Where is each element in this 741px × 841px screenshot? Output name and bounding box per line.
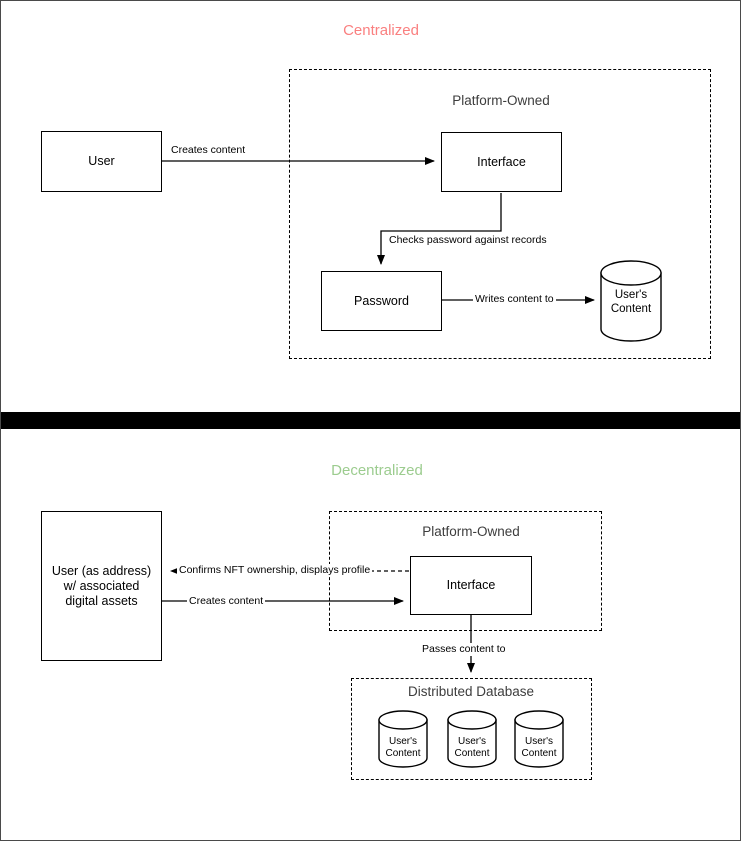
node-password[interactable]: Password (321, 271, 442, 331)
section-title-centralized: Centralized (343, 22, 419, 39)
group-title-platform-owned-decentralized: Platform-Owned (422, 524, 520, 539)
node-interface-centralized[interactable]: Interface (441, 132, 562, 192)
group-title-platform-owned-centralized: Platform-Owned (452, 93, 550, 108)
node-interface-decentralized[interactable]: Interface (410, 556, 532, 615)
group-distributed-database (351, 678, 592, 780)
node-user-decentralized-label: User (as address) w/ associated digital … (51, 563, 152, 608)
node-user-decentralized[interactable]: User (as address) w/ associated digital … (41, 511, 162, 661)
edge-label-checks-password: Checks password against records (387, 234, 549, 247)
cylinder-users-content-2 (447, 710, 497, 768)
edge-label-confirms-nft-ownership: Confirms NFT ownership, displays profile (177, 564, 373, 577)
edge-label-passes-content-to: Passes content to (420, 643, 508, 656)
edge-checks-password (377, 193, 502, 265)
black-divider-bar (1, 412, 740, 429)
section-title-decentralized: Decentralized (331, 462, 423, 479)
node-interface-decentralized-label: Interface (446, 578, 496, 592)
node-password-label: Password (354, 293, 409, 308)
node-user-centralized[interactable]: User (41, 131, 162, 192)
cylinder-users-content-centralized (600, 260, 662, 342)
cylinder-users-content-3 (514, 710, 564, 768)
node-user-centralized-label: User (88, 154, 115, 168)
group-platform-owned-centralized (289, 69, 711, 359)
cylinder-users-content-1 (378, 710, 428, 768)
edge-label-creates-content-centralized: Creates content (169, 144, 248, 157)
node-interface-centralized-label: Interface (477, 154, 526, 169)
group-title-distributed-database: Distributed Database (407, 684, 535, 699)
edge-label-creates-content-decentralized: Creates content (187, 595, 266, 608)
edge-label-writes-content-to: Writes content to (473, 293, 556, 306)
